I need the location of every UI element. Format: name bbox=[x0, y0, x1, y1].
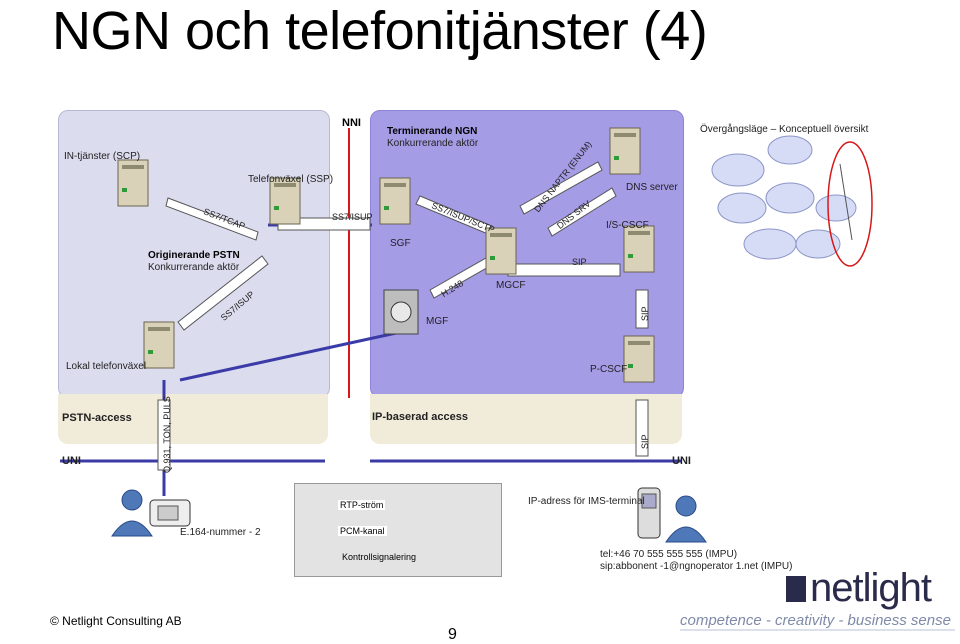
link-sip-uni: SIP bbox=[640, 434, 650, 449]
node-dns-server: DNS server bbox=[626, 182, 678, 193]
pstn-domain-panel bbox=[58, 110, 330, 398]
user-person-icons bbox=[111, 489, 707, 543]
link-sip-mgcf: SIP bbox=[572, 257, 587, 267]
lokal-telefonvaxel-label: Lokal telefonväxel bbox=[66, 361, 147, 372]
legend-control: Kontrollsignalering bbox=[342, 552, 417, 562]
node-icscf: I/S-CSCF bbox=[606, 220, 649, 231]
netlight-logo: netlight bbox=[810, 566, 932, 610]
nni-label: NNI bbox=[342, 117, 361, 129]
cloud-link bbox=[839, 163, 853, 241]
telefonvaxel-label: Telefonväxel (SSP) bbox=[248, 174, 334, 185]
link-q931: Q.931, TON, PULS bbox=[162, 396, 172, 473]
node-mgf: MGF bbox=[426, 316, 449, 327]
page-title: NGN och telefonitjänster (4) bbox=[52, 1, 708, 61]
ip-access-label: IP-baserad access bbox=[372, 411, 469, 423]
link-ss7-isup-a: SS7/ISUP bbox=[332, 212, 373, 222]
impu-tel: tel:+46 70 555 555 555 (IMPU) bbox=[600, 549, 738, 560]
legend-box bbox=[294, 483, 502, 577]
pstn-access-label: PSTN-access bbox=[62, 412, 132, 424]
ip-address-label: IP-adress för IMS-terminal bbox=[528, 496, 645, 507]
pcm-line-mgf bbox=[179, 328, 411, 382]
pstn-access-band bbox=[58, 394, 328, 444]
arrow-dns-srv bbox=[547, 187, 617, 237]
node-mgcf: MGCF bbox=[496, 280, 526, 291]
uni-left-label: UNI bbox=[62, 455, 81, 467]
e164-label: E.164-nummer - 2 bbox=[180, 527, 261, 538]
orig-pstn-title: Originerande PSTN bbox=[148, 250, 240, 261]
transition-label: Övergångsläge – Konceptuell översikt bbox=[700, 124, 869, 135]
arrow-sip-uni bbox=[635, 399, 649, 457]
arrow-ss7-tcap bbox=[165, 197, 259, 241]
ip-access-band bbox=[370, 394, 682, 444]
slide-number: 9 bbox=[448, 626, 457, 643]
term-ngn-sub: Konkurrerande aktör bbox=[387, 138, 479, 149]
arrow-ss7-isup-a bbox=[277, 217, 371, 231]
terminal-highlight-ring bbox=[827, 141, 873, 267]
arrow-q931 bbox=[157, 399, 171, 471]
tagline: competence - creativity - business sense bbox=[680, 612, 951, 629]
term-ngn-title: Terminerande NGN bbox=[387, 126, 478, 137]
arrow-dns-naptr bbox=[519, 161, 603, 215]
arrow-ss7-isup-b bbox=[177, 255, 269, 331]
impu-sip: sip:abbonent -1@ngnoperator 1.net (IMPU) bbox=[600, 561, 793, 572]
legend-pcm: PCM-kanal bbox=[338, 526, 387, 536]
orig-pstn-sub: Konkurrerande aktör bbox=[148, 262, 240, 273]
logo-mark bbox=[786, 576, 806, 602]
server-icons bbox=[117, 127, 655, 383]
phone-icon bbox=[149, 499, 191, 527]
legend-rtp: RTP-ström bbox=[338, 500, 386, 510]
footer-copyright: © Netlight Consulting AB bbox=[50, 614, 182, 628]
ims-cloud bbox=[711, 135, 857, 260]
uni-right-label: UNI bbox=[672, 455, 691, 467]
mobile-phone-icon bbox=[637, 487, 661, 539]
arrow-sip-mgcf bbox=[507, 263, 621, 277]
in-services-label: IN-tjänster (SCP) bbox=[64, 151, 141, 162]
node-sgf: SGF bbox=[390, 238, 411, 249]
link-sip-icscf: SIP bbox=[640, 306, 650, 321]
arrow-sip-icscf bbox=[635, 289, 649, 329]
node-pcscf: P-CSCF bbox=[590, 364, 628, 375]
